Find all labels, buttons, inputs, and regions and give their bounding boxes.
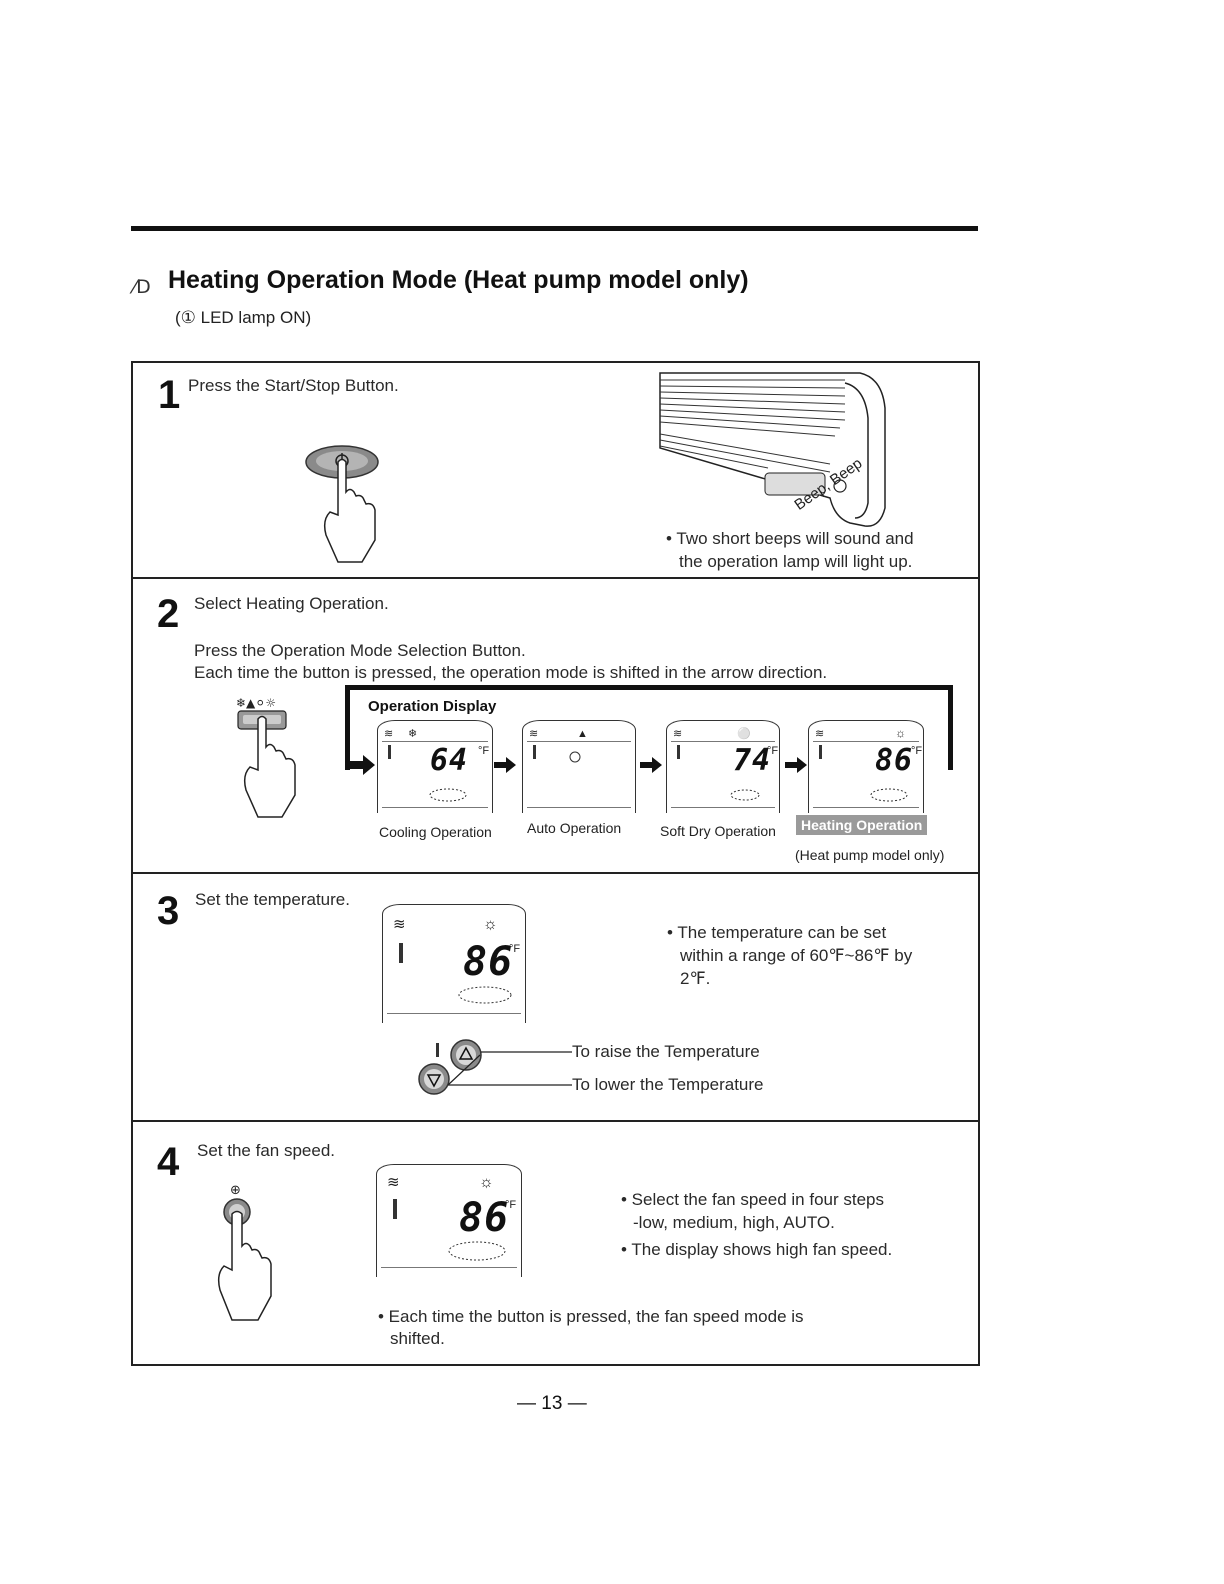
operation-display-label: Operation Display bbox=[368, 698, 497, 715]
lcd-temp: 86 bbox=[875, 743, 914, 778]
lcd-temperature-display: ≋ ☼ 86 °F bbox=[382, 904, 526, 1023]
step-divider bbox=[133, 577, 978, 579]
step3-bullet: within a range of 60℉~86℉ by bbox=[680, 946, 913, 965]
lcd-fan-display: ≋ ☼ 86 °F bbox=[376, 1164, 522, 1277]
page-title: Heating Operation Mode (Heat pump model … bbox=[168, 266, 749, 294]
step3-bullet: • The temperature can be set bbox=[667, 923, 887, 942]
lcd-temp: 86 bbox=[463, 939, 514, 985]
lcd-temp: 86 bbox=[459, 1195, 510, 1241]
step-number: 4 bbox=[157, 1140, 180, 1184]
section-prefix: ⁄D bbox=[133, 276, 151, 298]
lower-temperature-button bbox=[418, 1063, 450, 1095]
mode-label: Auto Operation bbox=[527, 820, 622, 836]
step-divider bbox=[133, 1120, 978, 1122]
step4-bullet: • The display shows high fan speed. bbox=[621, 1240, 893, 1259]
step-instruction: Each time the button is pressed, the ope… bbox=[194, 663, 828, 682]
step4-bullet: • Select the fan speed in four steps bbox=[621, 1190, 885, 1209]
step4-bottom-bullet: • Each time the button is pressed, the f… bbox=[378, 1307, 804, 1326]
step3-bullet: 2℉. bbox=[680, 969, 711, 988]
svg-text:≋: ≋ bbox=[393, 916, 406, 933]
step-text: Select Heating Operation. bbox=[194, 594, 389, 613]
step-number: 3 bbox=[157, 889, 180, 933]
step-instruction: Press the Operation Mode Selection Butto… bbox=[194, 641, 526, 660]
lcd-cooling: ≋ ❄ 64 °F bbox=[377, 720, 493, 813]
auto-icon: ▲ bbox=[577, 728, 588, 740]
step-divider bbox=[133, 872, 978, 874]
lcd-heating: ≋ ☼ 86 °F bbox=[808, 720, 924, 813]
step4-bottom-bullet: shifted. bbox=[390, 1329, 445, 1348]
temperature-buttons-illustration bbox=[418, 1039, 572, 1095]
top-rule bbox=[131, 226, 978, 231]
svg-text:≋: ≋ bbox=[387, 1174, 400, 1191]
step4-bullet: -low, medium, high, AUTO. bbox=[633, 1213, 835, 1232]
arrow-right-icon bbox=[785, 757, 807, 773]
step-text: Set the temperature. bbox=[195, 890, 350, 909]
page-subtitle: (① LED lamp ON) bbox=[175, 308, 312, 327]
raise-temperature-button bbox=[450, 1039, 482, 1071]
steps-frame bbox=[131, 361, 980, 1366]
arrow-right-icon bbox=[345, 755, 375, 775]
heat-pump-note: (Heat pump model only) bbox=[795, 847, 945, 863]
mode-label: Soft Dry Operation bbox=[660, 823, 776, 839]
fan-icon: ⊕ bbox=[230, 1183, 241, 1198]
fan-button-illustration: ⊕ bbox=[217, 1183, 272, 1321]
svg-text:❄▲⚪☼: ❄▲⚪☼ bbox=[236, 696, 276, 710]
lcd-unit: °F bbox=[911, 745, 923, 757]
svg-text:≋: ≋ bbox=[815, 728, 824, 740]
sun-icon: ☼ bbox=[479, 1174, 494, 1191]
page-number: — 13 — bbox=[517, 1393, 587, 1414]
start-stop-button-illustration bbox=[305, 445, 379, 563]
step1-bullet: • Two short beeps will sound and bbox=[666, 529, 914, 548]
sun-icon: ☼ bbox=[895, 726, 906, 740]
mode-label: Cooling Operation bbox=[379, 824, 492, 840]
mode-label-highlighted: Heating Operation bbox=[796, 815, 928, 835]
lcd-soft-dry: ≋ ⚪ 74 °F bbox=[666, 720, 780, 813]
arrow-right-icon bbox=[640, 757, 662, 773]
raise-temperature-label: To raise the Temperature bbox=[572, 1042, 760, 1061]
lcd-temp: 74 bbox=[733, 743, 772, 778]
lcd-unit: °F bbox=[505, 1199, 517, 1211]
lcd-unit: °F bbox=[478, 745, 490, 757]
snowflake-icon: ❄ bbox=[408, 728, 417, 740]
arrow-right-icon bbox=[494, 757, 516, 773]
step1-bullet: the operation lamp will light up. bbox=[679, 552, 913, 571]
lower-temperature-label: To lower the Temperature bbox=[572, 1075, 764, 1094]
step-text: Press the Start/Stop Button. bbox=[188, 376, 399, 395]
lcd-unit: °F bbox=[509, 943, 521, 955]
step-number: 2 bbox=[157, 592, 180, 636]
svg-text:≋: ≋ bbox=[673, 728, 682, 740]
operation-display-frame bbox=[345, 685, 953, 770]
air-conditioner-illustration: Beep, Beep bbox=[659, 372, 886, 527]
step-number: 1 bbox=[158, 373, 181, 417]
sun-icon: ☼ bbox=[483, 916, 498, 933]
mode-button-illustration: ❄▲⚪☼ bbox=[236, 696, 296, 818]
lcd-unit: °F bbox=[767, 745, 779, 757]
svg-text:≋: ≋ bbox=[384, 728, 393, 740]
lcd-temp: 64 bbox=[430, 743, 469, 778]
svg-text:≋: ≋ bbox=[529, 728, 538, 740]
step-text: Set the fan speed. bbox=[197, 1141, 335, 1160]
lcd-auto: ≋▲ bbox=[522, 720, 636, 813]
droplet-icon: ⚪ bbox=[737, 727, 751, 740]
